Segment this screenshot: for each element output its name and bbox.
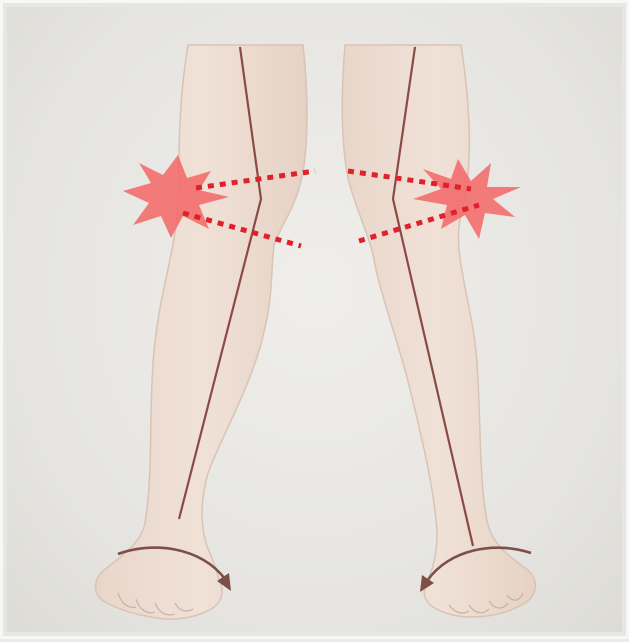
knee-illustration [3,3,629,642]
right-leg [342,45,535,617]
left-leg [96,45,307,619]
right-leg-shape [342,45,535,617]
left-leg-shape [96,45,307,619]
